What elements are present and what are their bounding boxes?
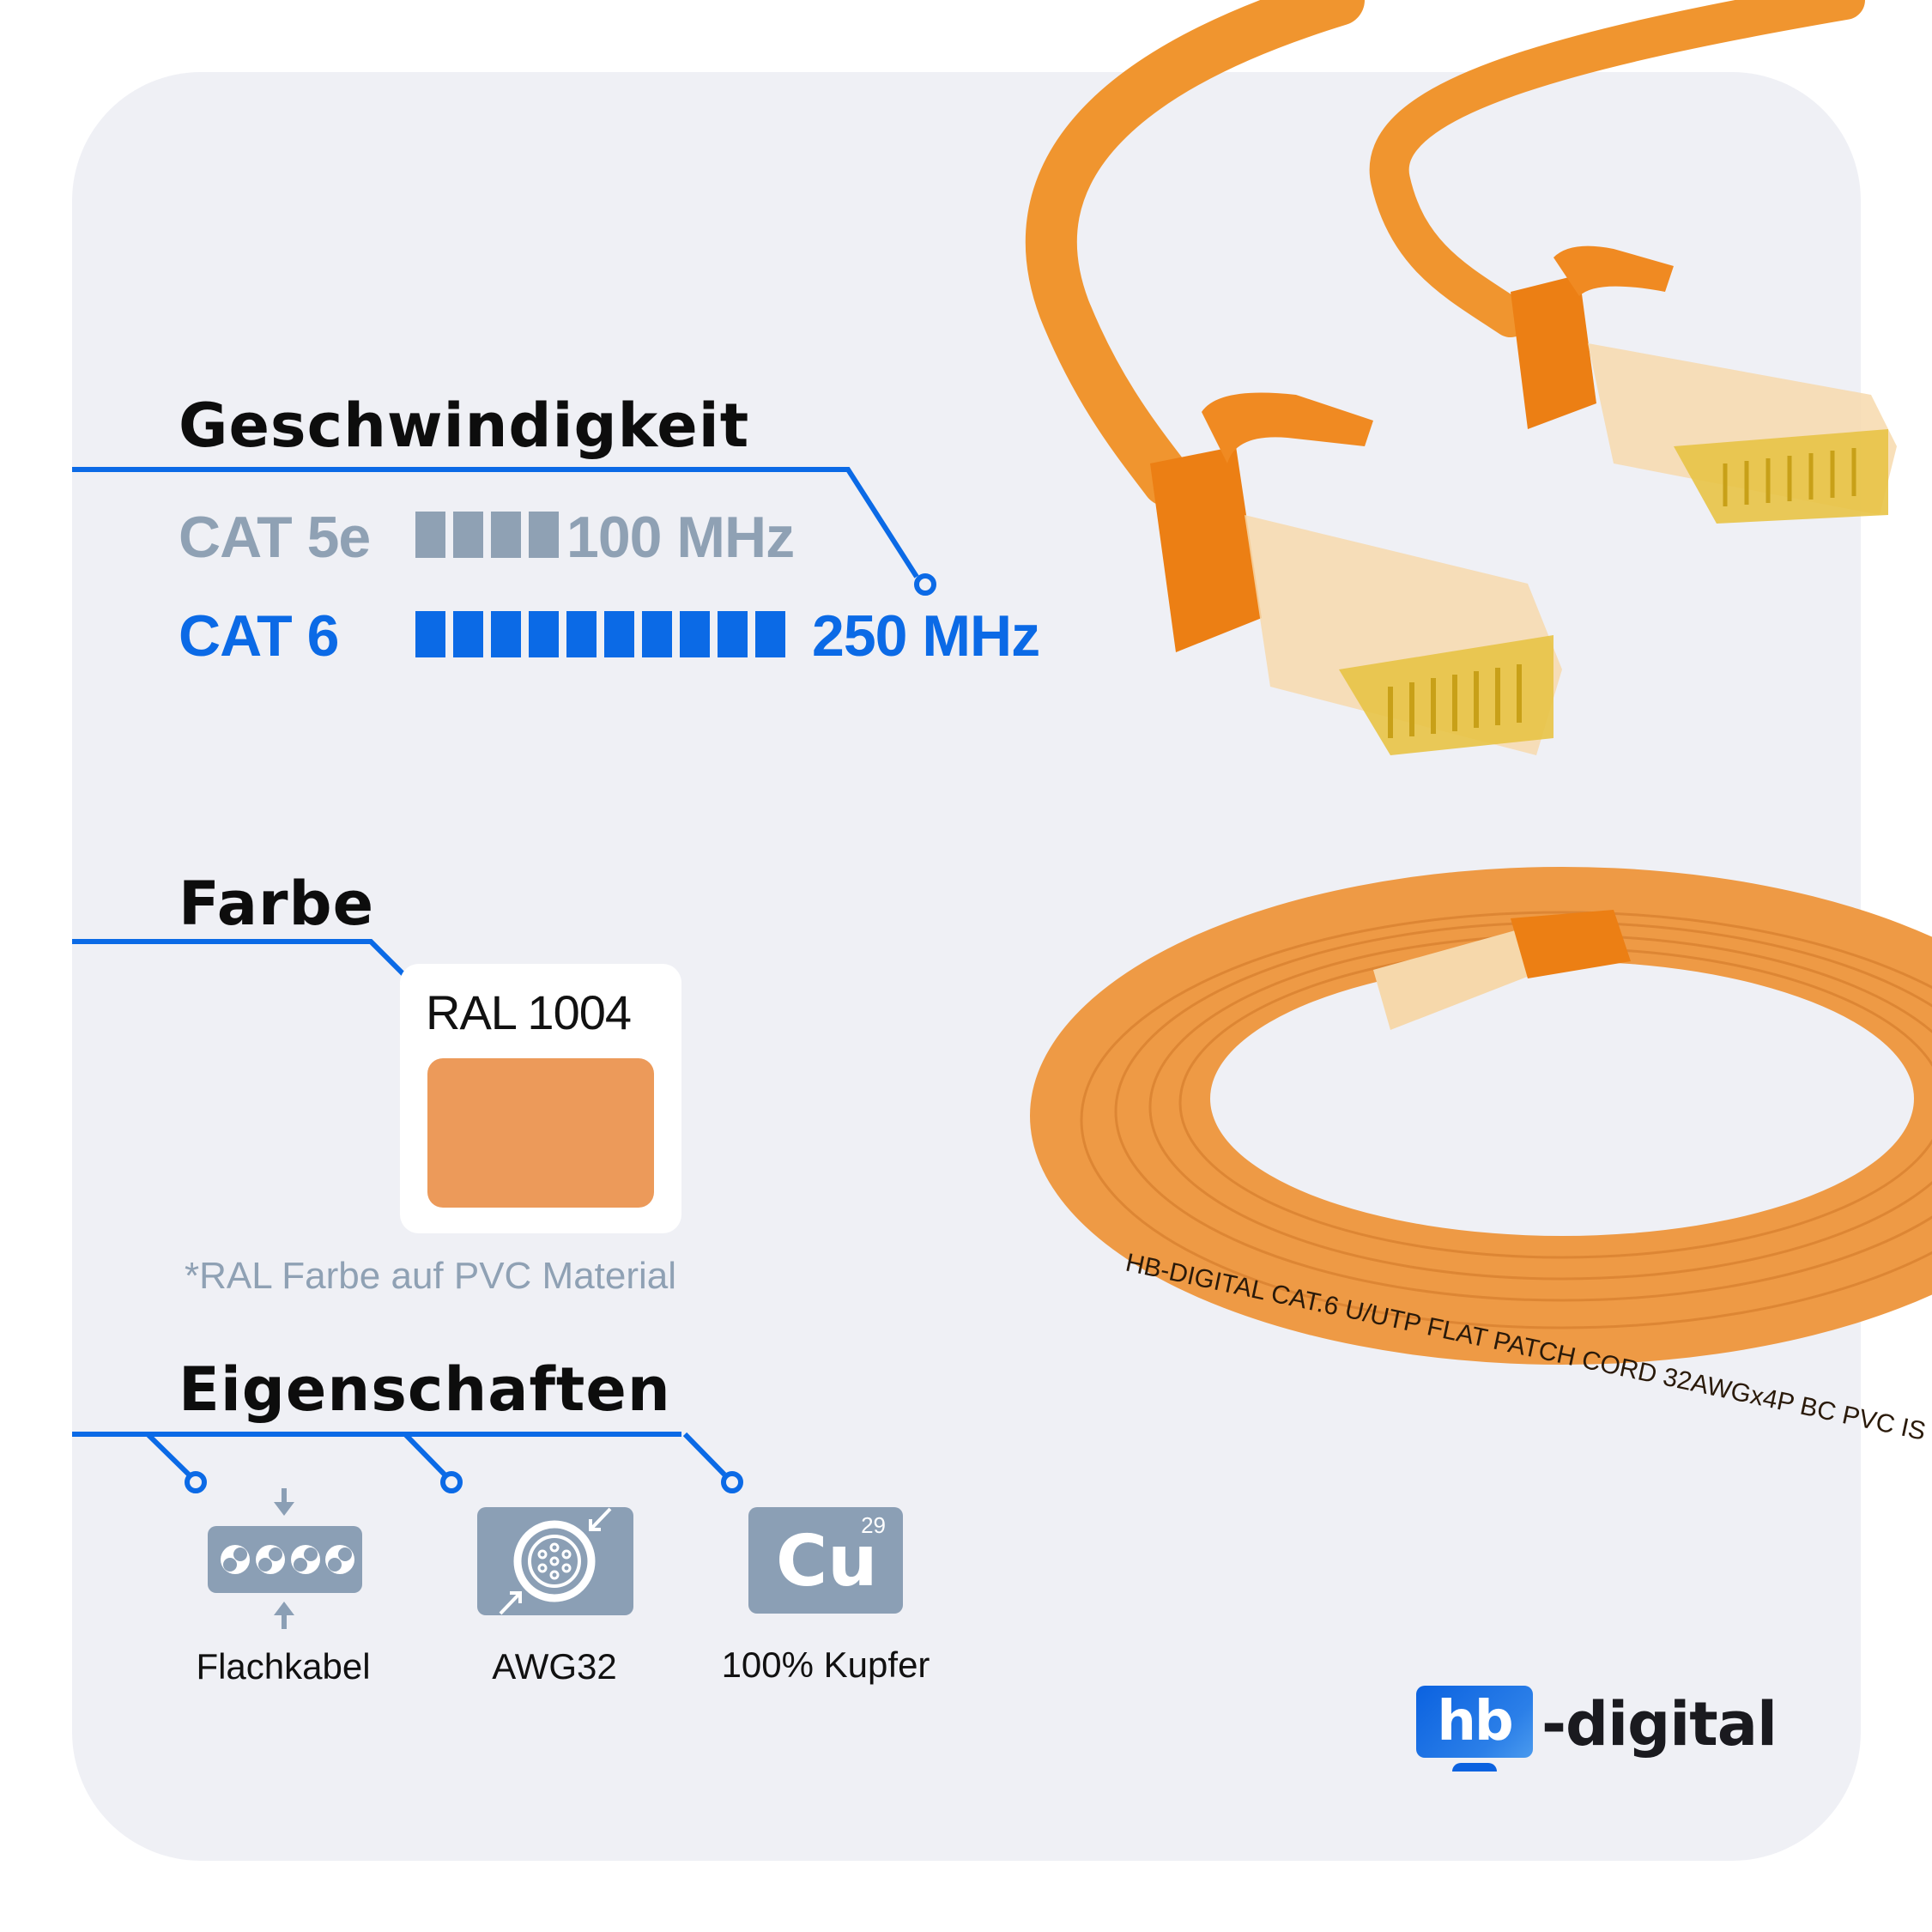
speed-heading: Geschwindigkeit (179, 391, 750, 461)
logo-stand-icon (1452, 1763, 1497, 1772)
rj45-connector-right (1511, 245, 1897, 524)
speed-bar-cat6 (415, 611, 785, 657)
logo-text: -digital (1541, 1689, 1778, 1759)
speed-label: CAT 6 (179, 603, 339, 669)
ral-swatch (427, 1058, 654, 1208)
property-label: 100% Kupfer (721, 1644, 930, 1685)
logo-mark: hb (1416, 1686, 1533, 1758)
speed-label: CAT 5e (179, 505, 371, 570)
color-heading: Farbe (179, 869, 375, 939)
wire-gauge-icon (477, 1507, 633, 1615)
cable-strand-right (1369, 0, 1865, 337)
rj45-connector-left (1150, 392, 1562, 755)
speed-value: 250 MHz (812, 603, 1040, 669)
properties-heading: Eigenschaften (179, 1354, 671, 1425)
ral-color-card: RAL 1004 (400, 964, 681, 1233)
atomic-number: 29 (861, 1512, 886, 1538)
ral-code: RAL 1004 (426, 985, 632, 1039)
element-symbol: Cu (776, 1521, 878, 1602)
flat-cable-icon (208, 1488, 362, 1629)
ral-footnote: *RAL Farbe auf PVC Material (185, 1255, 677, 1297)
copper-element-icon: 29 Cu (748, 1507, 903, 1614)
speed-value: 100 MHz (566, 505, 795, 570)
speed-bar-cat5e (415, 512, 559, 558)
cable-strand-left (1025, 0, 1365, 506)
property-label: Flachkabel (196, 1646, 371, 1687)
coiled-cable: HB-DIGITAL CAT.6 U/UTP FLAT PATCH CORD 3… (1030, 867, 1932, 1446)
property-label: AWG32 (492, 1646, 617, 1687)
